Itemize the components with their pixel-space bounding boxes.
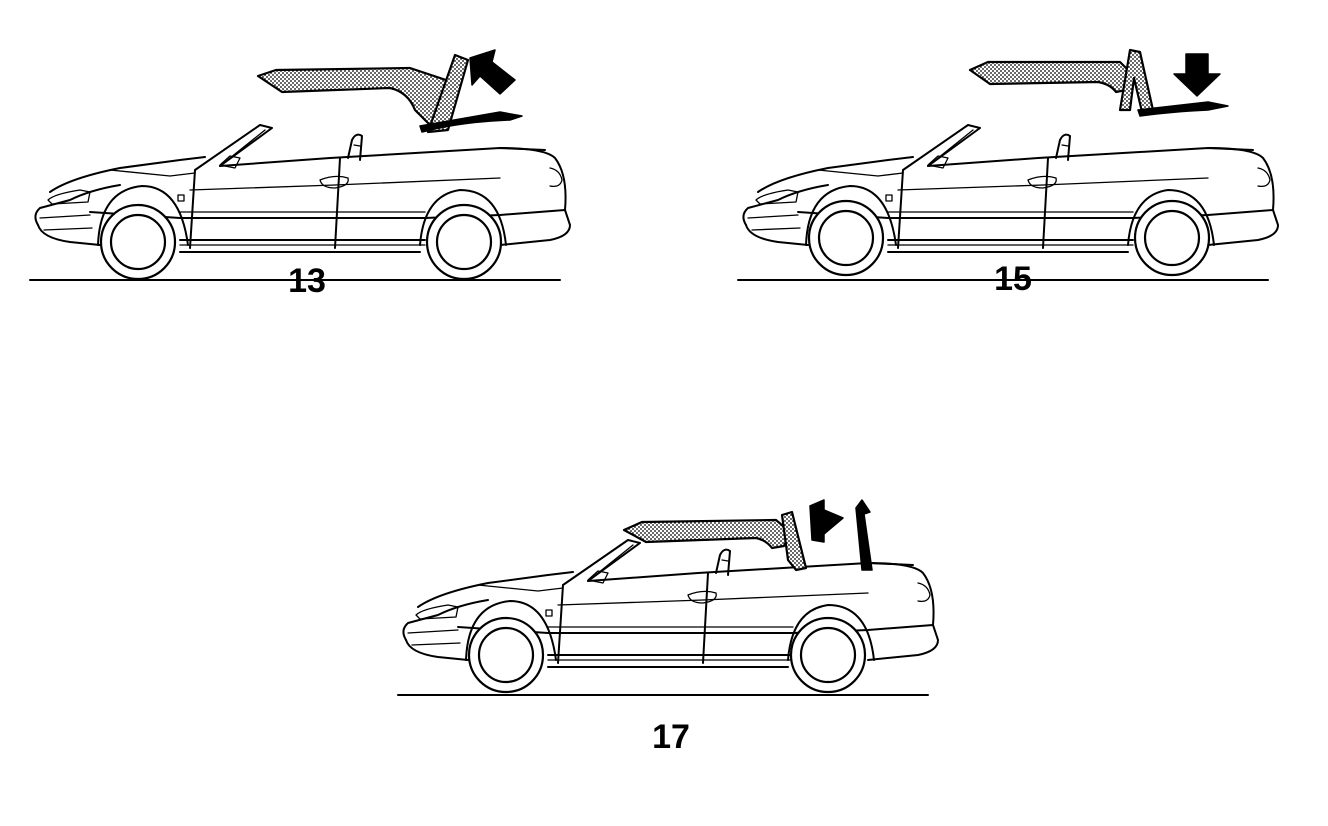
arrow-forward-up <box>809 499 844 543</box>
soft-top-roof <box>968 60 1132 94</box>
step-15-panel: 15 <box>737 40 1298 310</box>
rear-frame <box>1118 48 1155 114</box>
step-label-15: 15 <box>994 260 1032 298</box>
arrow-down <box>1173 53 1221 97</box>
car-illustration-step-13 <box>29 49 571 281</box>
car-illustration-step-15 <box>737 48 1279 281</box>
soft-top-roof <box>622 518 792 550</box>
car-illustration-step-17 <box>397 499 939 696</box>
step-17-panel: 17 <box>397 490 958 760</box>
step-label-13: 13 <box>288 262 326 300</box>
rear-frame <box>426 53 470 134</box>
rear-frame <box>780 510 808 572</box>
rear-bow <box>855 499 873 571</box>
step-13-panel: 13 <box>29 40 590 310</box>
tonneau-cover <box>1137 101 1229 117</box>
soft-top-roof <box>256 66 453 132</box>
arrow-down-left <box>469 49 516 95</box>
tonneau-cover <box>419 111 523 133</box>
step-label-17: 17 <box>652 718 690 756</box>
